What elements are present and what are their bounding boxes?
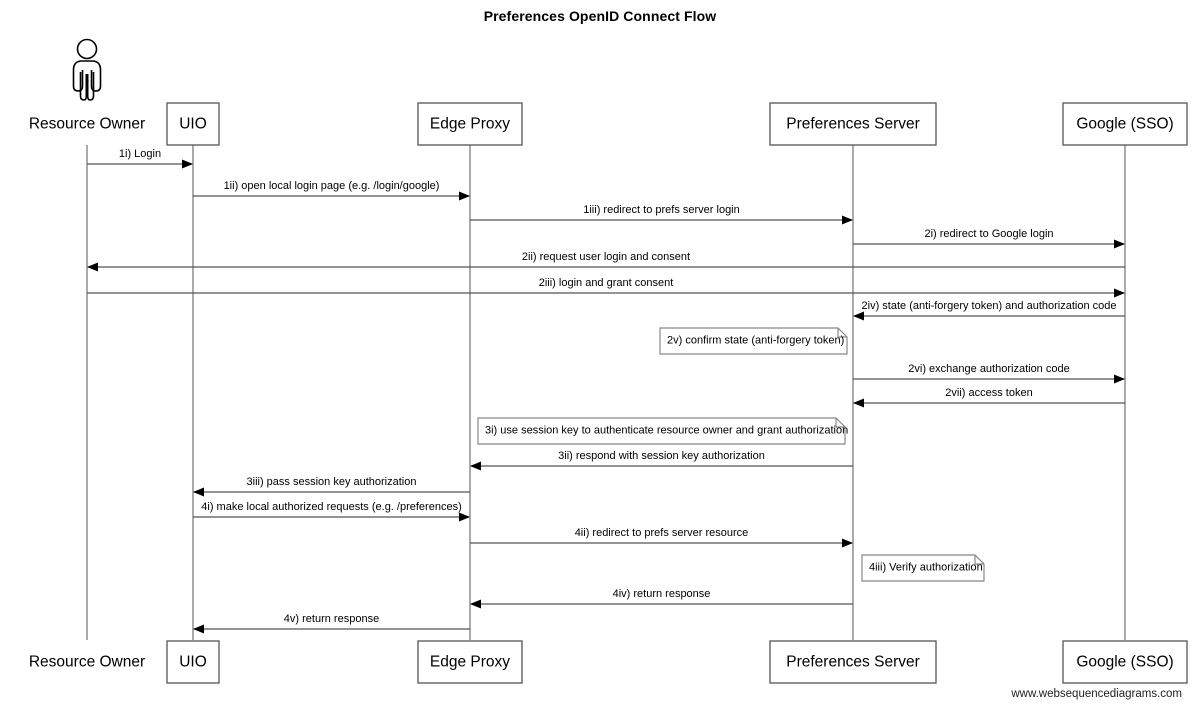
- participant-box-preferences-server-bottom[interactable]: [769, 640, 937, 684]
- participant-label-google-sso-top: Google (SSO): [1076, 115, 1174, 133]
- message-label-2iv: 2iv) state (anti-forgery token) and auth…: [861, 300, 1117, 312]
- message-label-1i: 1i) Login: [118, 148, 162, 160]
- message-label-4iv: 4iv) return response: [612, 588, 711, 600]
- note-4iii[interactable]: [861, 554, 985, 582]
- watermark: www.websequencediagrams.com: [1011, 688, 1182, 700]
- message-label-2iii: 2iii) login and grant consent: [538, 277, 674, 289]
- message-label-2vi: 2vi) exchange authorization code: [908, 363, 1070, 375]
- message-label-4v: 4v) return response: [283, 613, 380, 625]
- note-box-layer: [477, 327, 985, 582]
- note-3i[interactable]: [477, 417, 846, 445]
- message-label-4ii: 4ii) redirect to prefs server resource: [574, 527, 749, 539]
- message-label-2i: 2i) redirect to Google login: [924, 228, 1054, 240]
- note-label-2v: 2v) confirm state (anti-forgery token): [667, 334, 845, 347]
- actor-icon: [72, 38, 102, 101]
- participant-box-preferences-server-top[interactable]: [769, 102, 937, 146]
- message-label-2ii: 2ii) request user login and consent: [521, 251, 691, 263]
- message-label-3iii: 3iii) pass session key authorization: [246, 476, 417, 488]
- participant-label-edge-proxy-top: Edge Proxy: [429, 115, 511, 133]
- participant-box-google-sso-top[interactable]: [1062, 102, 1188, 146]
- participant-label-preferences-server-bottom: Preferences Server: [786, 653, 920, 671]
- page-title: Preferences OpenID Connect Flow: [483, 8, 717, 24]
- participant-box-google-sso-bottom[interactable]: [1062, 640, 1188, 684]
- participant-label-resource-owner-top: Resource Owner: [28, 115, 146, 133]
- participant-box-edge-proxy-bottom[interactable]: [417, 640, 523, 684]
- message-label-2vii: 2vii) access token: [945, 387, 1033, 399]
- message-label-4i: 4i) make local authorized requests (e.g.…: [201, 501, 462, 513]
- actor-figure-layer: [72, 38, 102, 101]
- participant-label-uio-top: UIO: [179, 115, 207, 133]
- participant-box-layer: [166, 102, 1188, 684]
- note-label-3i: 3i) use session key to authenticate reso…: [485, 424, 849, 437]
- note-label-4iii: 4iii) Verify authorization: [869, 561, 983, 574]
- participant-box-edge-proxy-top[interactable]: [417, 102, 523, 146]
- participant-label-uio-bottom: UIO: [179, 653, 207, 671]
- message-label-3ii: 3ii) respond with session key authorizat…: [558, 450, 765, 462]
- participant-label-preferences-server-top: Preferences Server: [786, 115, 920, 133]
- message-label-1ii: 1ii) open local login page (e.g. /login/…: [223, 180, 440, 192]
- participant-box-uio-top[interactable]: [166, 102, 220, 146]
- participant-box-uio-bottom[interactable]: [166, 640, 220, 684]
- participant-label-edge-proxy-bottom: Edge Proxy: [429, 653, 511, 671]
- message-arrow-layer: [87, 159, 1125, 634]
- note-2v[interactable]: [659, 327, 848, 355]
- message-label-1iii: 1iii) redirect to prefs server login: [583, 204, 740, 216]
- participant-label-google-sso-bottom: Google (SSO): [1076, 653, 1174, 671]
- lifeline-layer: [86, 145, 1126, 640]
- participant-label-resource-owner-bottom: Resource Owner: [28, 653, 146, 671]
